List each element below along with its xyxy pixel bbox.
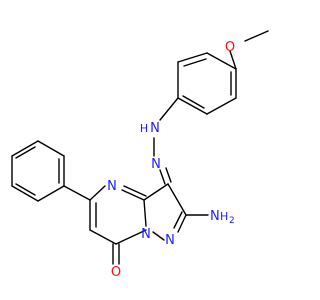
bond-ring-nh — [159, 97, 179, 121]
atom-ring-n7a: N — [141, 227, 151, 242]
bond-o-ring — [229, 50, 237, 70]
molecule-canvas: O H N N N N N N H 2 O — [11, 30, 269, 280]
bond-n-c3-a — [159, 169, 166, 185]
pyrazole-ring — [143, 183, 187, 241]
atom-nh-n: N — [150, 121, 160, 136]
atom-ring-n4: N — [107, 179, 117, 194]
methoxyphenyl-ring — [177, 52, 237, 115]
bond-me-o — [244, 30, 269, 42]
bond-c5-phenyl — [63, 185, 91, 201]
atom-amino-h: H — [220, 210, 228, 223]
bond-n-c3-b — [165, 167, 172, 183]
structure-drawing: O H N N N N N N H 2 O — [11, 30, 269, 280]
pyrimidinone-ring — [89, 185, 147, 245]
atom-ring-n1: N — [165, 233, 175, 248]
atom-nh-h: H — [140, 122, 148, 135]
atom-methoxy-o: O — [225, 40, 235, 55]
phenyl-ring — [11, 140, 65, 202]
atom-amino-subscript: 2 — [229, 216, 235, 226]
atom-azo-n: N — [151, 157, 161, 172]
atom-carbonyl-o: O — [111, 265, 121, 280]
atom-amino-n: N — [210, 209, 220, 224]
